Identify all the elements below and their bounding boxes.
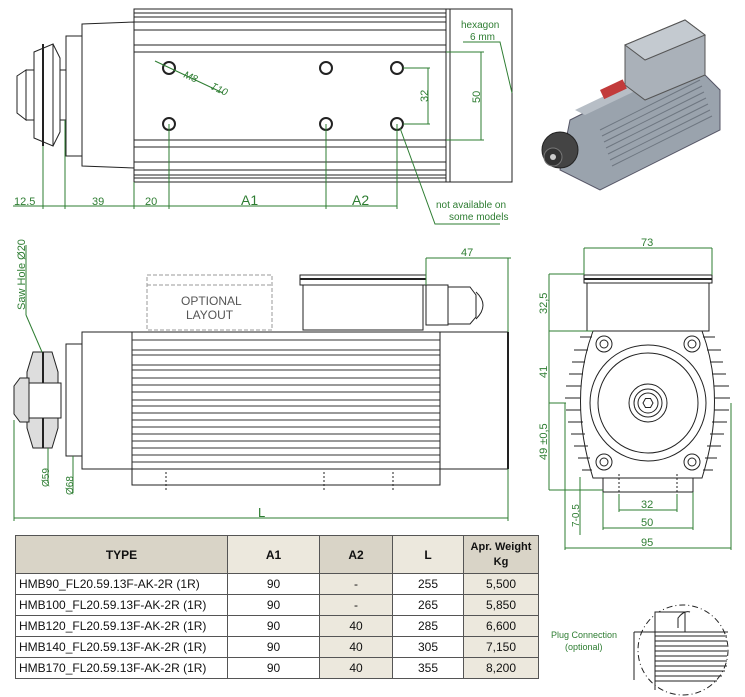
mounting-base [131, 468, 441, 486]
cell-weight: 8,200 [463, 657, 539, 679]
rear-cover-side [439, 331, 509, 470]
cell-l: 265 [392, 594, 464, 616]
header-weight-line2: Kg [493, 555, 509, 568]
collet-nut [16, 69, 27, 122]
bolt [595, 453, 613, 471]
thread-size: M8 [182, 70, 200, 86]
header-l: L [392, 535, 464, 574]
cell-type: HMB90_FL20.59.13F-AK-2R (1R) [15, 573, 228, 595]
bolt [683, 335, 701, 353]
shaft [628, 383, 668, 423]
side-view [13, 274, 509, 492]
dim-a1: A1 [241, 192, 258, 208]
collet [25, 69, 35, 121]
dim-49: 49 ±0,5 [538, 423, 550, 460]
cell-weight: 6,600 [463, 615, 539, 637]
hexagon-size-note: 6 mm [470, 32, 495, 43]
cell-type: HMB170_FL20.59.13F-AK-2R (1R) [15, 657, 228, 679]
table-row: HMB170_FL20.59.13F-AK-2R (1R) 90 40 355 … [15, 657, 539, 679]
cell-a1: 90 [227, 615, 320, 637]
cell-weight: 5,500 [463, 573, 539, 595]
cell-a2: 40 [319, 636, 393, 658]
dim-73: 73 [641, 237, 653, 249]
dim-length-l: L [258, 505, 265, 520]
cell-weight: 5,850 [463, 594, 539, 616]
header-weight-line1: Apr. Weight [470, 540, 532, 553]
dim-7: 7-0,5 [571, 504, 582, 527]
dim-39: 39 [92, 196, 104, 208]
header-a1: A1 [227, 535, 320, 574]
dim-47: 47 [461, 247, 473, 259]
front-base [602, 477, 694, 493]
dim-41: 41 [538, 366, 550, 378]
saw-hole-label: Saw Hole Ø20 [16, 239, 28, 310]
hex-socket [642, 398, 654, 408]
bolt [595, 335, 613, 353]
top-view [16, 8, 513, 183]
mount-hole [319, 61, 333, 75]
cell-a1: 90 [227, 594, 320, 616]
table-row: HMB90_FL20.59.13F-AK-2R (1R) 90 - 255 5,… [15, 573, 539, 595]
dim-12-5: 12.5 [14, 196, 35, 208]
plug-label-1: Plug Connection [551, 630, 617, 640]
dim-d68: Ø68 [65, 476, 76, 495]
dim-d59: Ø59 [41, 468, 52, 487]
dim-50-top: 50 [471, 91, 483, 103]
table-row: HMB100_FL20.59.13F-AK-2R (1R) 90 - 265 5… [15, 594, 539, 616]
cell-l: 305 [392, 636, 464, 658]
dim-a2: A2 [352, 192, 369, 208]
cell-type: HMB100_FL20.59.13F-AK-2R (1R) [15, 594, 228, 616]
cell-a2: 40 [319, 615, 393, 637]
side-view-dimensions [13, 245, 511, 521]
optional-terminal-box [146, 274, 273, 331]
cell-a2: 40 [319, 657, 393, 679]
dim-50-front: 50 [641, 517, 653, 529]
front-view-dimensions [548, 247, 732, 550]
cable-gland [425, 284, 449, 326]
stator-ring [589, 344, 707, 462]
rear-cover [445, 8, 513, 183]
cell-l: 285 [392, 615, 464, 637]
cell-a2: - [319, 594, 393, 616]
front-view [565, 274, 730, 494]
cell-l: 255 [392, 573, 464, 595]
cell-a2: - [319, 573, 393, 595]
dim-95: 95 [641, 537, 653, 549]
header-type: TYPE [15, 535, 228, 574]
plug-label-2: (optional) [565, 642, 603, 652]
hexagon-note: hexagon [461, 20, 499, 31]
table-row: HMB140_FL20.59.13F-AK-2R (1R) 90 40 305 … [15, 636, 539, 658]
header-a2: A2 [319, 535, 393, 574]
front-flange-side [81, 331, 133, 470]
optional-layout-label-1: OPTIONAL [181, 294, 242, 308]
bolt [683, 453, 701, 471]
front-flange [81, 21, 135, 169]
dim-32-top: 32 [419, 90, 431, 102]
optional-layout-label-2: LAYOUT [186, 308, 234, 322]
cell-type: HMB140_FL20.59.13F-AK-2R (1R) [15, 636, 228, 658]
cell-weight: 7,150 [463, 636, 539, 658]
cell-a1: 90 [227, 573, 320, 595]
cell-l: 355 [392, 657, 464, 679]
isometric-motor-image [541, 19, 721, 191]
cell-a1: 90 [227, 657, 320, 679]
cell-type: HMB120_FL20.59.13F-AK-2R (1R) [15, 615, 228, 637]
dim-32-5: 32,5 [538, 293, 550, 314]
motor-body-top [133, 8, 447, 183]
dim-20: 20 [145, 196, 157, 208]
not-available-note-1: not available on [436, 200, 506, 211]
cell-a1: 90 [227, 636, 320, 658]
dim-32-front: 32 [641, 499, 653, 511]
not-available-note-2: some models [449, 212, 508, 223]
table-row: HMB120_FL20.59.13F-AK-2R (1R) 90 40 285 … [15, 615, 539, 637]
mount-hole [162, 61, 176, 75]
top-view-dimensions [13, 41, 513, 225]
plug-connection-detail [633, 604, 729, 696]
